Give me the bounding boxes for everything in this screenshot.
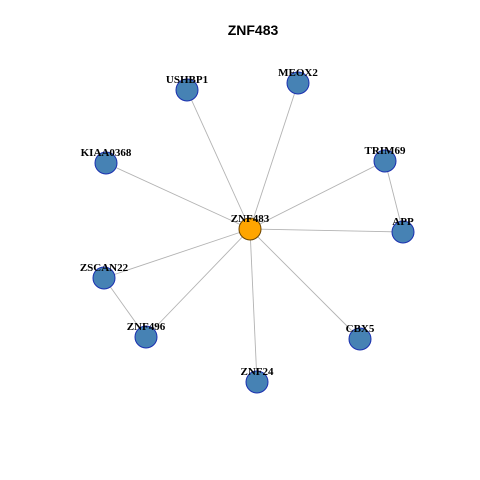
node-ushbp1[interactable] — [175, 78, 199, 102]
diagram-title: ZNF483 — [228, 22, 279, 38]
edge-znf483-ushbp1 — [186, 89, 251, 230]
node-label-ushbp1: USHBP1 — [166, 74, 208, 86]
node-app[interactable] — [391, 220, 415, 244]
edge-znf483-meox2 — [249, 82, 299, 230]
edge-znf483-app — [249, 228, 404, 233]
node-layer — [92, 71, 415, 394]
edge-layer — [103, 82, 404, 383]
node-znf24[interactable] — [245, 370, 269, 394]
node-trim69[interactable] — [373, 149, 397, 173]
edge-znf483-kiaa0368 — [105, 162, 251, 230]
edge-znf483-cbx5 — [249, 228, 361, 340]
node-label-znf483: ZNF483 — [231, 213, 270, 225]
node-meox2[interactable] — [286, 71, 310, 95]
edge-trim69-app — [384, 160, 404, 233]
node-label-trim69: TRIM69 — [365, 145, 406, 157]
node-label-zscan22: ZSCAN22 — [80, 262, 129, 274]
node-label-znf24: ZNF24 — [241, 366, 275, 378]
node-label-app: APP — [392, 216, 414, 228]
edge-znf483-zscan22 — [103, 228, 251, 279]
node-znf496[interactable] — [134, 325, 158, 349]
node-label-kiaa0368: KIAA0368 — [81, 147, 132, 159]
node-label-meox2: MEOX2 — [278, 67, 318, 79]
node-zscan22[interactable] — [92, 266, 116, 290]
edge-znf483-znf496 — [145, 228, 251, 338]
node-znf483[interactable] — [238, 217, 262, 241]
node-label-znf496: ZNF496 — [127, 321, 166, 333]
node-cbx5[interactable] — [348, 327, 372, 351]
edge-znf483-znf24 — [249, 228, 258, 383]
edge-znf483-trim69 — [249, 160, 386, 230]
node-kiaa0368[interactable] — [94, 151, 118, 175]
node-label-cbx5: CBX5 — [346, 323, 375, 335]
edge-zscan22-znf496 — [103, 277, 147, 338]
